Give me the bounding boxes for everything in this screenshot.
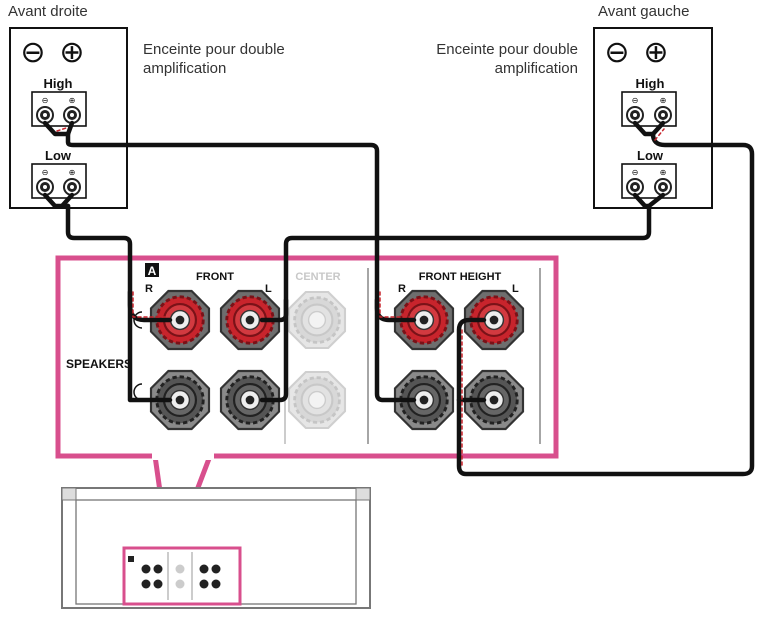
svg-text:⊕: ⊕ <box>69 96 76 105</box>
svg-text:⊕: ⊕ <box>660 96 667 105</box>
speakers-label: SPEAKERS <box>66 357 132 371</box>
speaker-front-left: ⊖ ⊕ High ⊖ ⊕ Low ⊖ ⊕ <box>593 27 713 209</box>
svg-text:⊖: ⊖ <box>632 96 639 105</box>
label-front-right: Avant droite <box>8 3 88 20</box>
terminal-center-minus-icon <box>287 370 347 430</box>
receiver-rear-thumbnail <box>61 487 371 609</box>
svg-text:⊕: ⊕ <box>69 168 76 177</box>
high-label: High <box>636 76 665 91</box>
label-bi-amp-right: Enceinte pour double amplification <box>143 41 285 77</box>
svg-text:⊖: ⊖ <box>632 168 639 177</box>
svg-text:⊖: ⊖ <box>42 96 49 105</box>
post-high-plus-icon <box>654 106 672 124</box>
plus-symbol: ⊕ <box>643 36 668 69</box>
post-high-minus-icon <box>36 106 54 124</box>
front-label: FRONT <box>196 271 234 283</box>
post-high-plus-icon <box>63 106 81 124</box>
terminal-center-plus-icon <box>287 290 347 350</box>
speaker-cables <box>42 120 755 477</box>
svg-text:L: L <box>512 283 519 295</box>
post-low-plus-icon <box>654 178 672 196</box>
low-label: Low <box>45 148 72 163</box>
minus-symbol: ⊖ <box>20 36 45 69</box>
svg-text:⊖: ⊖ <box>42 168 49 177</box>
center-label: CENTER <box>295 271 340 283</box>
receiver-speaker-panel: A FRONT CENTER FRONT HEIGHT R L R L SPEA… <box>55 255 559 459</box>
front-height-label: FRONT HEIGHT <box>419 271 502 283</box>
svg-text:R: R <box>398 283 406 295</box>
svg-text:A: A <box>148 264 157 278</box>
post-low-minus-icon <box>626 178 644 196</box>
label-bi-amp-left: Enceinte pour double amplification <box>436 41 578 77</box>
post-high-minus-icon <box>626 106 644 124</box>
label-front-left: Avant gauche <box>598 3 690 20</box>
plus-symbol: ⊕ <box>59 36 84 69</box>
svg-text:⊕: ⊕ <box>660 168 667 177</box>
badge-a <box>145 263 159 277</box>
post-low-minus-icon <box>36 178 54 196</box>
minus-symbol: ⊖ <box>604 36 629 69</box>
low-label: Low <box>637 148 664 163</box>
speaker-front-right: ⊖ ⊕ High ⊖ ⊕ Low ⊖ ⊕ <box>9 27 128 209</box>
svg-text:L: L <box>265 283 272 295</box>
post-low-plus-icon <box>63 178 81 196</box>
svg-text:R: R <box>145 283 153 295</box>
high-label: High <box>44 76 73 91</box>
